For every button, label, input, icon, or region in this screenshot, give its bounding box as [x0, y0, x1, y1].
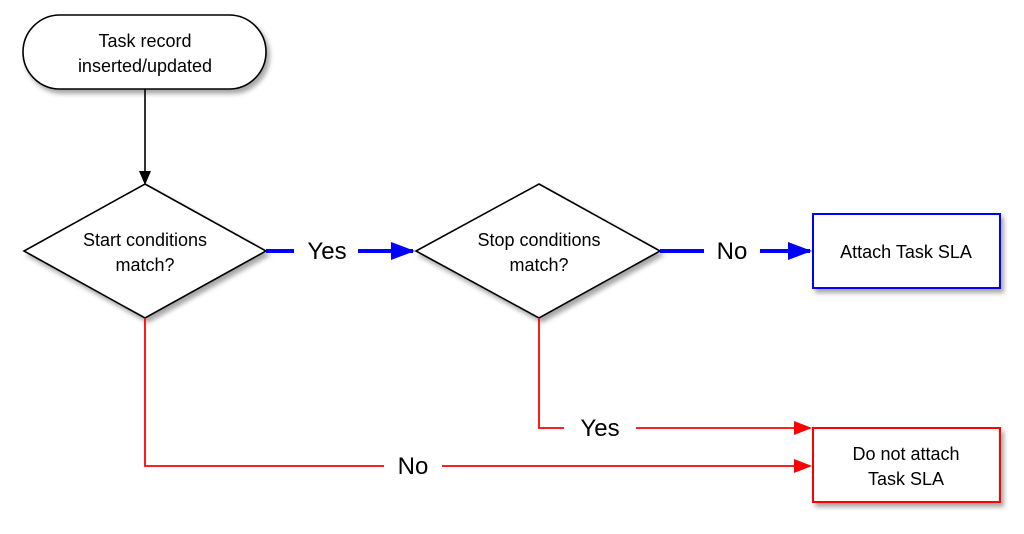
edge-stop-yes: Yes — [538, 318, 812, 442]
start-conditions-line1: Start conditions — [83, 230, 207, 250]
stop-conditions-line1: Stop conditions — [477, 230, 600, 250]
edge-start-yes: Yes — [266, 238, 415, 265]
stop-conditions-decision: Stop conditions match? — [414, 183, 662, 319]
do-not-attach-task-sla-node: Do not attach Task SLA — [812, 427, 1001, 503]
edge-label-start-no: No — [398, 453, 429, 480]
start-node: Task record inserted/updated — [22, 14, 267, 90]
attach-task-sla-node: Attach Task SLA — [812, 213, 1001, 289]
edge-start-no: No — [144, 318, 812, 480]
edge-label-stop-yes: Yes — [580, 415, 619, 442]
attach-task-sla-label: Attach Task SLA — [840, 242, 972, 262]
do-not-attach-line2: Task SLA — [868, 469, 944, 489]
start-node-line1: Task record — [98, 31, 191, 51]
edge-label-start-yes: Yes — [307, 238, 346, 265]
stop-conditions-line2: match? — [509, 255, 568, 275]
start-node-line2: inserted/updated — [78, 56, 212, 76]
start-conditions-decision: Start conditions match? — [22, 183, 268, 319]
edge-stop-no: No — [660, 238, 812, 265]
start-conditions-line2: match? — [115, 255, 174, 275]
edge-label-stop-no: No — [717, 238, 748, 265]
do-not-attach-line1: Do not attach — [852, 444, 959, 464]
